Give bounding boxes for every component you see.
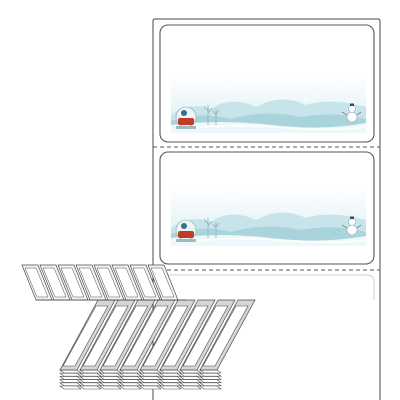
stack-sheet-edge [79,385,102,390]
stack-sheet-edge [99,382,122,387]
stack-top-label [150,267,175,298]
perforation-lines [153,146,380,271]
stack-label [202,305,249,367]
fanfold-stack [21,264,256,390]
label-3-partial [159,274,375,300]
stack-sheet-edge [159,372,182,377]
stack-label [162,305,209,367]
stack-sheet-edge [139,379,162,383]
stack-label [82,305,129,367]
stack-sheet-edge [179,385,202,390]
stack-top-label [42,267,67,298]
stack-top-label [60,267,85,298]
stack-sheet-edge [79,382,102,387]
stack-sheet-edge [179,382,202,387]
stack-sheet-edge [199,372,222,377]
stack-sheet-edge [119,372,142,377]
stack-sheet-edge [139,382,162,387]
stack-sheet-edge [119,369,142,374]
stack-sheet-edge [179,372,202,377]
stack-sheet-edge [199,369,222,374]
stack-sheet-edge [79,379,102,383]
stack-sheet-edge [59,369,82,374]
stack-label [122,305,169,367]
label-web [152,18,381,400]
label-2 [159,151,375,265]
stack-sheet-edge [139,385,162,390]
stack-sheet-edge [99,372,122,377]
stack-sheet-edge [159,379,182,383]
label-1 [159,24,375,143]
stack-sheet-edge [99,376,122,380]
stack-sheet-edge [99,385,122,390]
stack-top-label [24,267,49,298]
stack-sheet-edge [79,376,102,380]
stack-sheet-edge [179,379,202,383]
stack-sheet-edge [159,382,182,387]
stack-sheet-edge [119,379,142,383]
stack-sheet-edge [139,376,162,380]
stack-sheet-edge [99,379,122,383]
stack-sheet-edge [179,369,202,374]
stack-sheet-edge [79,372,102,377]
stack-sheet-edge [119,376,142,380]
stack-sheet-edge [59,376,82,380]
stack-sheet-edge [139,369,162,374]
stack-sheet-edge [59,372,82,377]
stack-sheet-edge [139,372,162,377]
stack-sheet-edge [179,376,202,380]
stack-sheet-edge [59,379,82,383]
stack-top-label [132,267,157,298]
stack-sheet-edge [159,385,182,390]
stack-label [102,305,149,367]
stack-sheet-edge [159,369,182,374]
stack-sheet-edge [99,369,122,374]
stack-sheet-edge [59,385,82,390]
stack-sheet-edge [159,376,182,380]
stack-sheet-edge [199,382,222,387]
stack-label [182,305,229,367]
stack-label [142,305,189,367]
stack-label [62,305,109,367]
stack-sheet-edge [199,379,222,383]
stack-sheet-edge [119,385,142,390]
stack-sheet-edge [199,385,222,390]
stack-top-label [96,267,121,298]
stack-sheet-edge [59,382,82,387]
stack-sheet-edge [199,376,222,380]
stack-top-label [114,267,139,298]
stack-sheet-edge [119,382,142,387]
stack-top-label [78,267,103,298]
stack-sheet-edge [79,369,102,374]
